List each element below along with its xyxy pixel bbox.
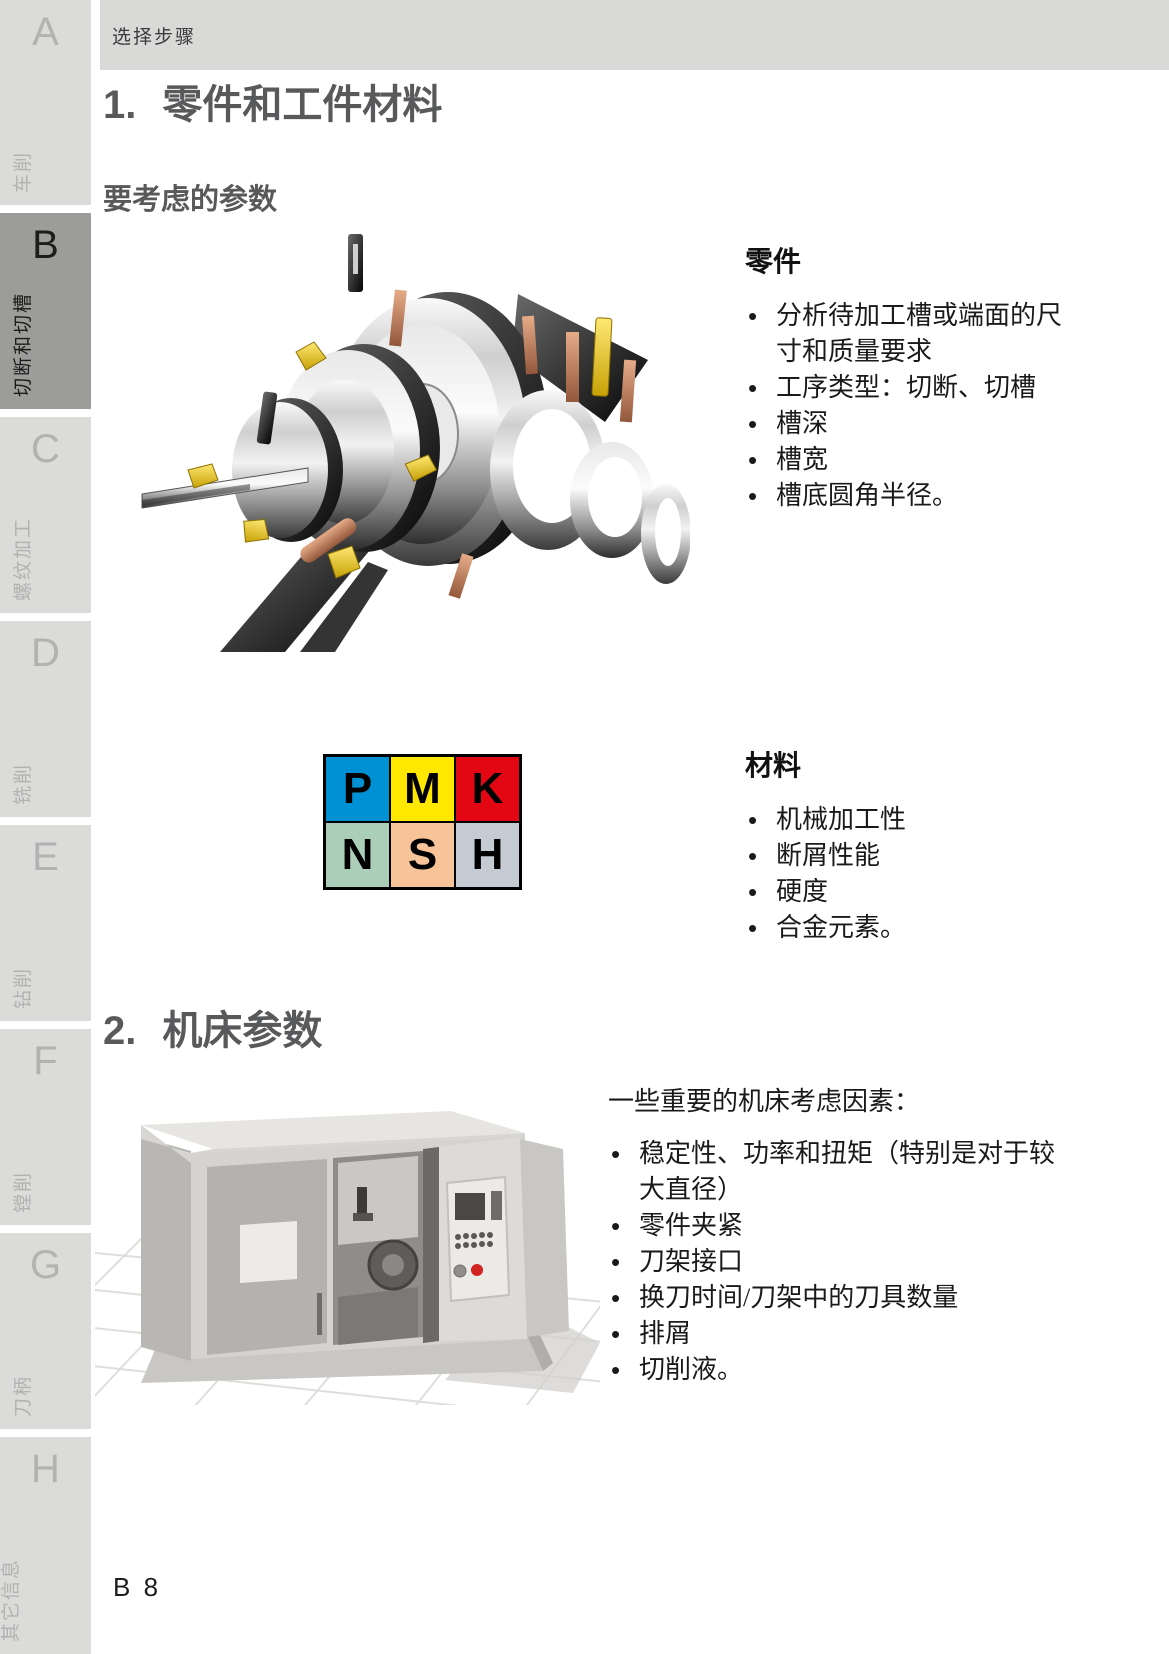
tab-label: 钻削: [12, 966, 34, 1009]
list-item: 零件夹紧: [608, 1208, 1063, 1244]
list-item: 槽底圆角半径。: [745, 478, 1070, 514]
sidebar-tab-d[interactable]: D 铣削: [0, 621, 91, 817]
sidebar-tab-g[interactable]: G 刀柄: [0, 1233, 91, 1429]
list-item: 分析待加工槽或端面的尺寸和质量要求: [745, 298, 1070, 370]
material-heading: 材料: [745, 750, 802, 781]
sidebar-tab-e[interactable]: E 钻削: [0, 825, 91, 1021]
sidebar-tab-f[interactable]: F 镗削: [0, 1029, 91, 1225]
iso-letter: N: [341, 830, 374, 879]
part-heading: 零件: [745, 246, 802, 277]
iso-cell-k: K: [455, 756, 520, 822]
page-number: B 8: [113, 1572, 162, 1602]
list-item: 排屑: [608, 1316, 1063, 1352]
iso-letter: S: [407, 830, 438, 879]
tab-label: 切削加工性 其它信息: [0, 1537, 23, 1642]
breadcrumb: 选择步骤: [112, 26, 197, 48]
cnc-machine-illustration: [95, 1045, 600, 1405]
page-header-bar: 选择步骤: [100, 0, 1169, 70]
list-item: 槽宽: [745, 442, 1070, 478]
iso-letter: K: [471, 764, 504, 813]
iso-cell-p: P: [325, 756, 390, 822]
section-1-title: 1. 零件和工件材料: [103, 84, 442, 126]
section-2-title-text: 机床参数: [162, 1009, 323, 1053]
parting-tools-illustration: [100, 232, 690, 652]
machine-considerations: 一些重要的机床考虑因素： 稳定性、功率和扭矩（特别是对于较大直径） 零件夹紧 刀…: [608, 1084, 1118, 1388]
tab-label: 刀柄: [12, 1374, 34, 1417]
list-item: 机械加工性: [745, 802, 1145, 838]
tab-letter: B: [32, 223, 59, 267]
tab-letter: D: [31, 631, 60, 675]
section-1-number: 1.: [103, 83, 137, 127]
tab-letter: C: [31, 427, 60, 471]
section-1-title-text: 零件和工件材料: [162, 83, 443, 127]
part-bullet-list: 分析待加工槽或端面的尺寸和质量要求 工序类型：切断、切槽 槽深 槽宽 槽底圆角半…: [745, 298, 1145, 514]
material-bullet-list: 机械加工性 断屑性能 硬度 合金元素。: [745, 802, 1145, 946]
tab-label: 车削: [12, 150, 34, 193]
section-2-number: 2.: [103, 1009, 137, 1053]
list-item: 换刀时间/刀架中的刀具数量: [608, 1280, 1063, 1316]
iso-cell-h: H: [455, 822, 520, 888]
material-considerations: 材料 机械加工性 断屑性能 硬度 合金元素。: [745, 744, 1145, 946]
list-item: 合金元素。: [745, 910, 1145, 946]
section-2-title: 2. 机床参数: [103, 1010, 322, 1052]
section-1-subtitle: 要考虑的参数: [103, 184, 278, 216]
list-item: 刀架接口: [608, 1244, 1063, 1280]
tab-letter: A: [32, 10, 59, 54]
machine-bullet-list: 稳定性、功率和扭矩（特别是对于较大直径） 零件夹紧 刀架接口 换刀时间/刀架中的…: [608, 1136, 1118, 1388]
sidebar-tab-a[interactable]: A 车削: [0, 0, 91, 205]
list-item: 稳定性、功率和扭矩（特别是对于较大直径）: [608, 1136, 1063, 1208]
tab-letter: F: [33, 1039, 58, 1083]
machine-intro: 一些重要的机床考虑因素：: [608, 1087, 921, 1116]
tab-label: 切断和切槽: [12, 291, 34, 397]
tab-label: 铣削: [12, 762, 34, 805]
tab-letter: G: [29, 1243, 62, 1287]
iso-material-grid: P M K N S H: [323, 754, 522, 890]
list-item: 断屑性能: [745, 838, 1145, 874]
part-considerations: 零件 分析待加工槽或端面的尺寸和质量要求 工序类型：切断、切槽 槽深 槽宽 槽底…: [745, 240, 1145, 514]
sidebar-tab-h[interactable]: H 切削加工性 其它信息: [0, 1437, 91, 1654]
tab-label: 螺纹加工: [12, 516, 34, 601]
iso-letter: H: [471, 830, 504, 879]
iso-cell-m: M: [390, 756, 455, 822]
list-item: 硬度: [745, 874, 1145, 910]
iso-letter: P: [342, 764, 373, 813]
list-item: 工序类型：切断、切槽: [745, 370, 1070, 406]
sidebar-tab-c[interactable]: C 螺纹加工: [0, 417, 91, 613]
iso-cell-n: N: [325, 822, 390, 888]
list-item: 切削液。: [608, 1352, 1063, 1388]
iso-cell-s: S: [390, 822, 455, 888]
tab-letter: H: [31, 1447, 60, 1491]
sidebar-tab-b[interactable]: B 切断和切槽: [0, 213, 91, 409]
tab-label-line-2: 其它信息: [0, 1557, 22, 1642]
list-item: 槽深: [745, 406, 1070, 442]
tab-letter: E: [32, 835, 59, 879]
iso-letter: M: [404, 764, 441, 813]
tab-label: 镗削: [12, 1170, 34, 1213]
